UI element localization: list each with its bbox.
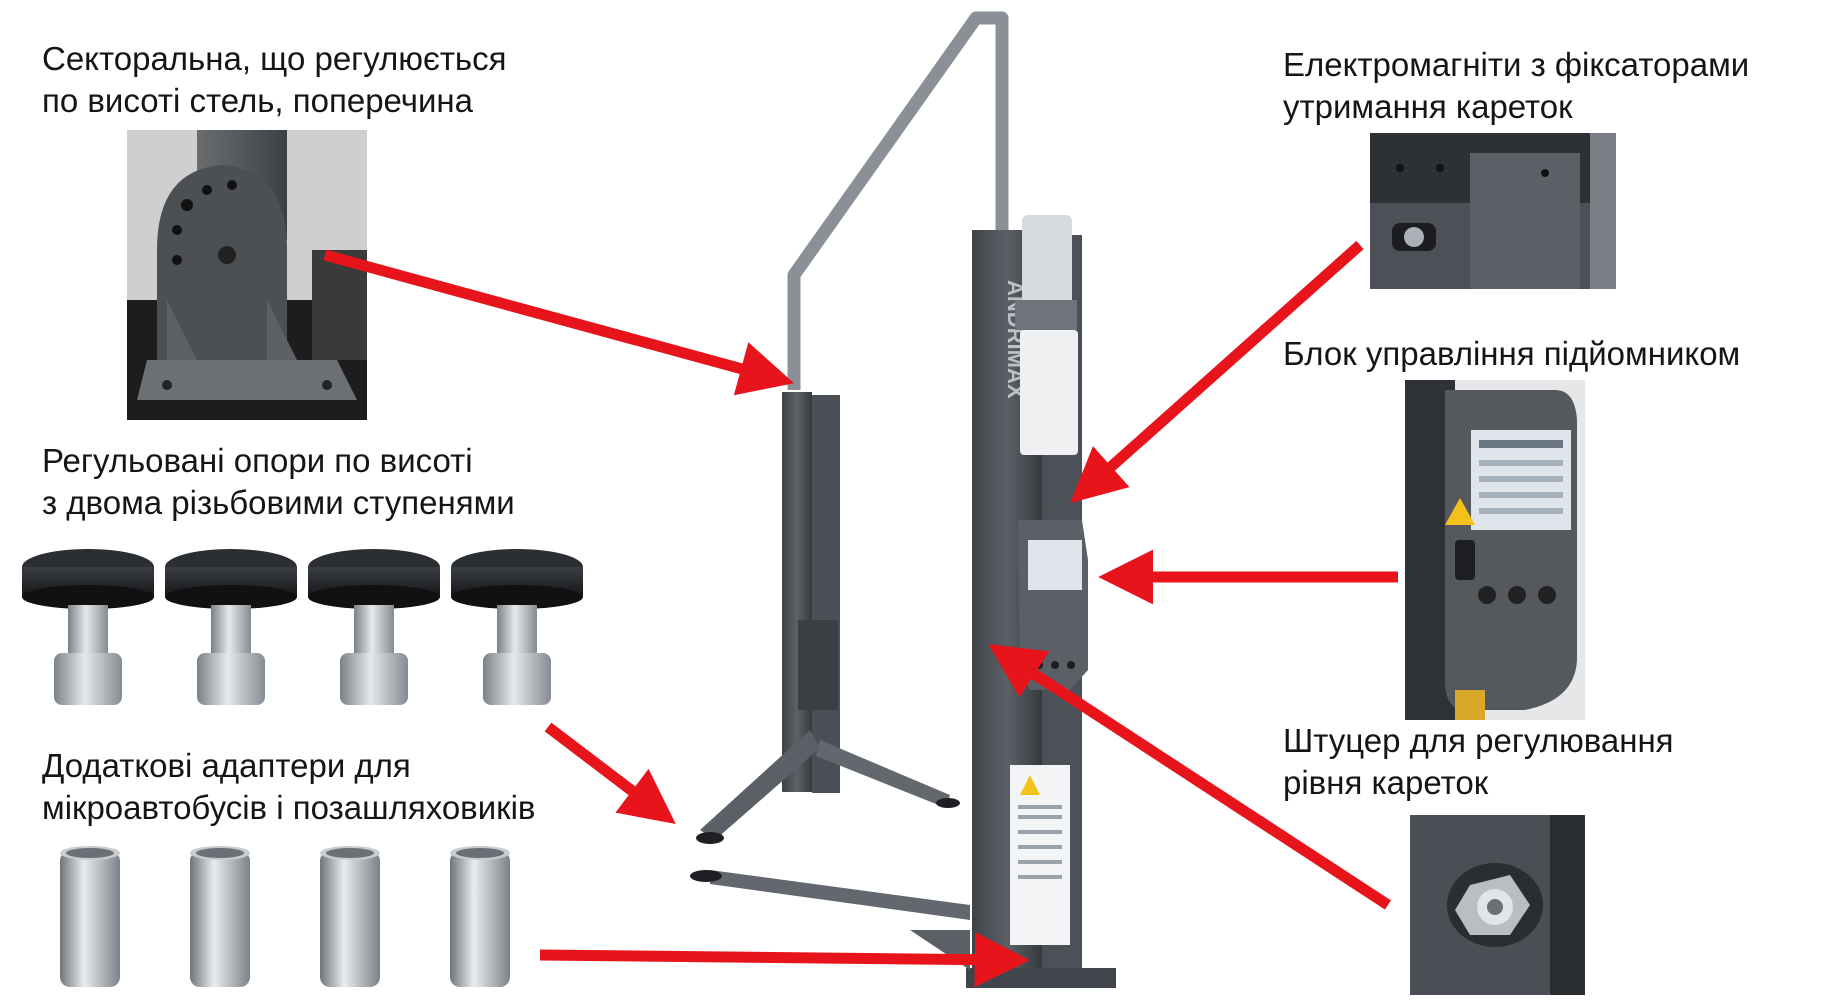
pad-2 — [165, 549, 297, 705]
left-column — [782, 392, 812, 792]
callout-magnets-line1: Електромагніти з фіксаторами — [1283, 46, 1750, 83]
callout-fitting-line2: рівня кареток — [1283, 764, 1489, 801]
callout-control-label: Блок управління підйомником — [1283, 333, 1740, 375]
suv-adapters-row — [50, 845, 510, 995]
arrow-pads — [544, 722, 676, 824]
callout-adapters-label: Додаткові адаптери для мікроавтобусів і … — [42, 745, 535, 829]
callout-control-line1: Блок управління підйомником — [1283, 335, 1741, 372]
electromagnet-detail-photo — [1370, 133, 1616, 289]
pad-4 — [451, 549, 583, 705]
callout-adapters-line2: мікроавтобусів і позашляховиків — [42, 789, 536, 826]
callout-fitting-line1: Штуцер для регулювання — [1283, 722, 1674, 759]
oil-reservoir — [1020, 330, 1078, 455]
height-adjustable-pads-row — [18, 545, 588, 710]
callout-pads-line1: Регульовані опори по висоті — [42, 442, 473, 479]
callout-crossbar-label: Секторальна, що регулюється по висоті ст… — [42, 38, 507, 122]
callout-magnets-line2: утримання кареток — [1283, 88, 1573, 125]
callout-adapters-line1: Додаткові адаптери для — [42, 747, 411, 784]
adapter-2 — [190, 846, 250, 987]
level-fitting-detail-photo — [1410, 815, 1585, 995]
callout-magnets-label: Електромагніти з фіксаторами утримання к… — [1283, 44, 1749, 128]
pad-3 — [308, 549, 440, 705]
adapter-3 — [320, 846, 380, 987]
right-lift-arms — [710, 870, 970, 920]
adapter-1 — [60, 846, 120, 987]
right-base-plate — [966, 968, 1116, 988]
adapter-4 — [450, 846, 510, 987]
control-box-detail-photo — [1405, 380, 1585, 720]
overhead-pipe — [787, 11, 1009, 390]
safety-labels — [1010, 765, 1070, 945]
two-post-lift-illustration: ANDRIMAX — [670, 0, 1150, 1002]
callout-pads-line2: з двома різьбовими ступенями — [42, 484, 515, 521]
pad-1 — [22, 549, 154, 705]
callout-fitting-label: Штуцер для регулювання рівня кареток — [1283, 720, 1674, 804]
hydraulic-motor — [1022, 215, 1072, 315]
callout-crossbar-line1: Секторальна, що регулюється — [42, 40, 507, 77]
callout-pads-label: Регульовані опори по висоті з двома різь… — [42, 440, 515, 524]
left-lift-arms — [700, 730, 820, 840]
crossbar-bracket-photo — [127, 130, 367, 420]
callout-crossbar-line2: по висоті стель, поперечина — [42, 82, 474, 119]
